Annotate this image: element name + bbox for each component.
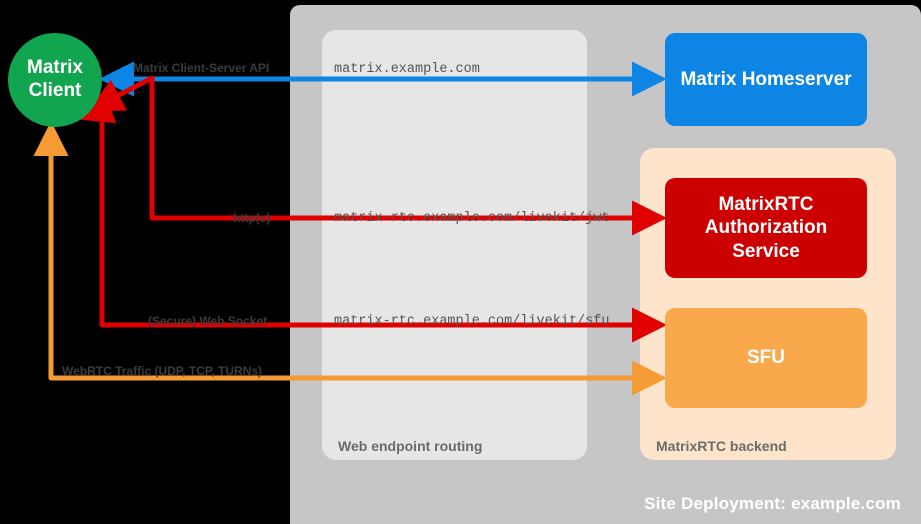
- auth-label-line3: Service: [732, 240, 800, 262]
- web-endpoint-routing-label: Web endpoint routing: [338, 438, 483, 454]
- node-matrix-client[interactable]: Matrix Client: [8, 33, 102, 127]
- matrixrtc-backend-label: MatrixRTC backend: [656, 438, 787, 454]
- endpoint-livekit-sfu: matrix-rtc.example.com/livekit/sfu: [334, 314, 610, 329]
- web-endpoint-routing-group: [322, 30, 587, 460]
- site-deployment-label: Site Deployment: example.com: [644, 494, 901, 513]
- sfu-label: SFU: [747, 347, 785, 369]
- node-matrixrtc-authorization-service[interactable]: MatrixRTC Authorization Service: [665, 178, 867, 278]
- flow-label-client-server-api: Matrix Client-Server API: [133, 61, 270, 75]
- node-matrix-homeserver[interactable]: Matrix Homeserver: [665, 33, 867, 126]
- homeserver-label: Matrix Homeserver: [680, 68, 852, 90]
- flow-label-http: http(s): [233, 211, 271, 225]
- auth-service-label: MatrixRTC Authorization Service: [705, 193, 827, 263]
- client-label-line1: Matrix: [27, 57, 83, 79]
- auth-label-line2: Authorization: [704, 217, 828, 239]
- flow-label-webrtc: WebRTC Traffic (UDP, TCP, TURNs): [62, 364, 263, 378]
- endpoint-matrix-example-com: matrix.example.com: [334, 62, 480, 77]
- flow-label-websocket: (Secure) Web Socket: [148, 314, 268, 328]
- auth-label-line1: MatrixRTC: [718, 194, 814, 216]
- node-sfu[interactable]: SFU: [665, 308, 867, 408]
- endpoint-livekit-jwt: matrix-rtc.example.com/livekit/jwt: [334, 211, 610, 226]
- client-label-line2: Client: [28, 80, 82, 101]
- matrix-client-label: Matrix Client: [27, 57, 83, 103]
